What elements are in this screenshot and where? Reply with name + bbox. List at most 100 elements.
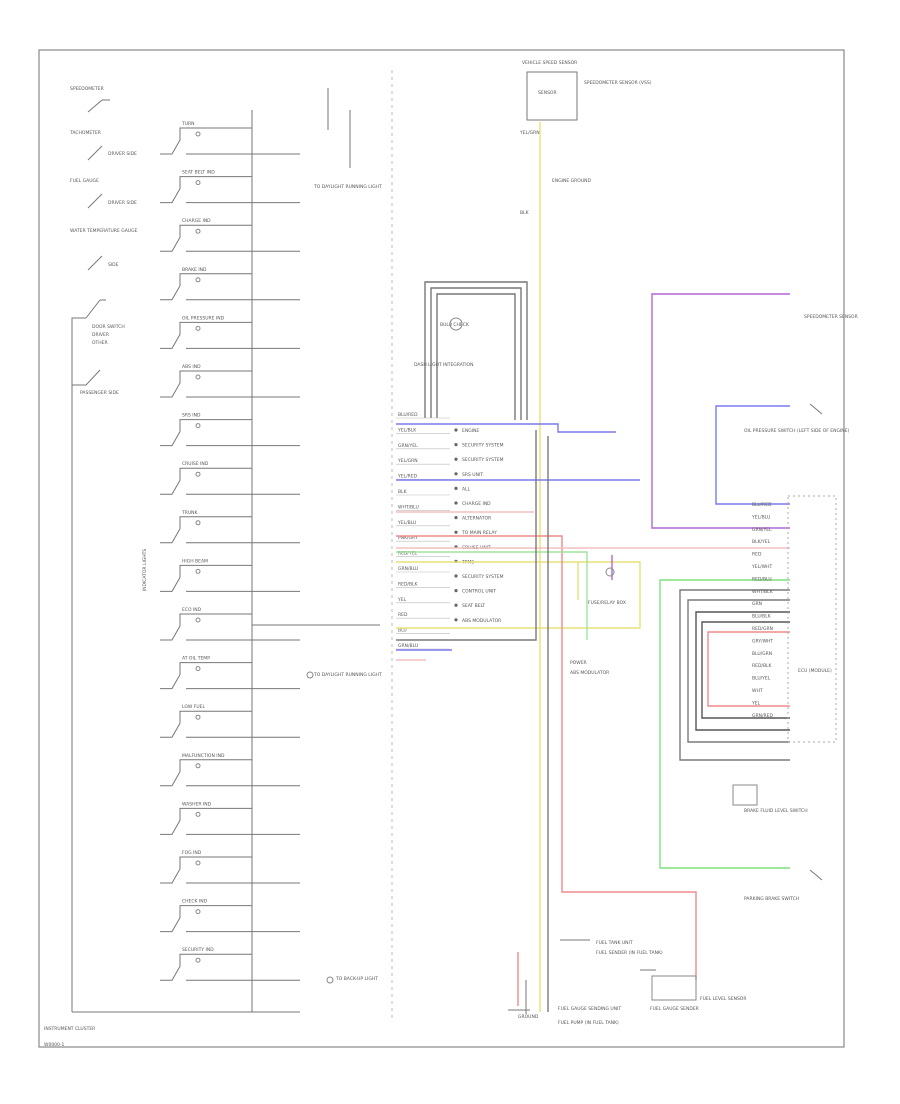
right-wire-label: WHT: [752, 688, 763, 694]
indicator-lamp: [195, 568, 201, 574]
middle-labels: FUSE/RELAY BOX POWER ABS MODULATOR: [570, 567, 626, 676]
indicator-wire: [160, 905, 252, 933]
bottom-label: FUEL GAUGE SENDER: [650, 1006, 699, 1012]
wire-gray: [687, 599, 790, 743]
bulb-check-block: BULB CHECK DASH LIGHT INTEGRATION: [414, 281, 528, 420]
indicator-label: WASHER IND: [182, 801, 212, 807]
connector-note-label: CONTROL UNIT: [462, 589, 496, 595]
indicator-lamp: [195, 666, 201, 672]
indicator-item: ECO IND: [160, 607, 300, 641]
indicator-item: SEAT BELT IND: [160, 170, 300, 204]
connector-row-label: YEL/BLU: [397, 520, 416, 526]
right-wire-label: RED/GRN: [752, 626, 773, 632]
right-wire-label: GRN: [752, 601, 762, 607]
indicator-label: TRUNK: [181, 510, 199, 516]
mid-label: FUSE/RELAY BOX: [588, 600, 626, 606]
right-device-label: BRAKE FLUID LEVEL SWITCH: [744, 808, 808, 814]
mid-label: POWER: [570, 660, 587, 666]
indicator-lamp: [195, 131, 201, 137]
indicator-lamp: [195, 860, 201, 866]
indicator-lamp: [195, 763, 201, 769]
indicator-column-label: INDICATOR LIGHTS: [142, 549, 148, 592]
indicator-label: OIL PRESSURE IND: [182, 315, 225, 321]
indicator-wire: [160, 564, 252, 592]
diagram-frame: [38, 49, 845, 1048]
indicator-item: SECURITY IND: [160, 947, 300, 981]
bulb-ref: DASH LIGHT INTEGRATION: [414, 362, 473, 368]
bottom-label: FUEL SENDER (IN FUEL TANK): [596, 950, 663, 956]
corner-label: W0000-1: [44, 1042, 65, 1048]
connector-pin: [454, 428, 458, 432]
ref-label: TO DAYLIGHT RUNNING LIGHT: [313, 184, 382, 190]
indicator-item: CRUISE IND: [160, 461, 300, 495]
gauge-switch: [87, 255, 103, 271]
indicator-wire: [160, 127, 252, 155]
connector-pin: [454, 618, 458, 622]
connector-pin: [454, 457, 458, 461]
wire-darkgray: [695, 611, 790, 731]
wire-darkgray: [701, 621, 790, 719]
connector-row-label: YEL/RED: [397, 474, 418, 480]
connector-note-label: CHARGE IND: [462, 501, 491, 507]
right-wire-label: YEL/WHT: [751, 564, 772, 570]
indicator-label: FOG IND: [182, 850, 202, 856]
connector-row-label: RED: [398, 612, 408, 618]
wire-blue: [396, 423, 616, 433]
gauge-switch: [87, 193, 103, 209]
gauge-switch: [87, 99, 110, 113]
indicator-wire: [160, 467, 252, 495]
connector-row-label: YEL: [397, 597, 407, 603]
connector-row-label: BLU/RED: [398, 412, 418, 418]
connector-note-label: ALTERNATOR: [462, 516, 491, 522]
indicator-wire: [160, 419, 252, 447]
indicator-label: MALFUNCTION IND: [182, 753, 225, 759]
right-wire-label: YEL: [751, 700, 761, 706]
door-switch-wire: [72, 369, 101, 386]
indicator-item: CHARGE IND: [160, 218, 300, 252]
connector-note-label: SEAT BELT: [462, 603, 485, 609]
indicator-lamp: [195, 228, 201, 234]
connector-pin: [454, 443, 458, 447]
indicator-item: MALFUNCTION IND: [160, 753, 300, 787]
right-wire-label: BLU/GRN: [752, 651, 772, 657]
right-wire-label: BLU/RED: [752, 502, 772, 508]
door-switch-wire: [71, 299, 106, 1012]
indicator-lamp: [195, 423, 201, 429]
wire-gray: [396, 430, 537, 641]
gauge-label-fuel: FUEL GAUGE: [70, 178, 99, 184]
indicator-lamp: [195, 471, 201, 477]
door-switch-label: DRIVER: [92, 332, 109, 338]
right-wire-label: BLU/YEL: [752, 676, 771, 682]
connector-note-label: ENGINE: [462, 428, 479, 434]
indicator-label: TURN: [181, 121, 195, 127]
bottom-label: FUEL TANK UNIT: [596, 940, 633, 946]
top-wire-label: YEL/GRN: [519, 130, 540, 136]
indicator-label: CHECK IND: [182, 899, 208, 905]
indicator-lamp: [195, 277, 201, 283]
door-switch-block: DOOR SWITCH DRIVER OTHER PASSENGER SIDE: [71, 299, 300, 1013]
indicator-wire: [160, 516, 252, 544]
connector-row-label: PNK/GRY: [398, 535, 418, 541]
right-wire-label: GRN/RED: [752, 713, 773, 719]
connector-row-label: GRN/YEL: [398, 443, 418, 449]
gauge-label-water: WATER TEMPERATURE GAUGE: [70, 228, 138, 234]
connector-pin: [454, 530, 458, 534]
connector-note-label: SECURITY SYSTEM: [462, 443, 504, 449]
indicator-wire: [160, 273, 252, 301]
indicator-item: LOW FUEL: [160, 704, 300, 738]
ecu-box: [787, 495, 837, 743]
connector-row-label: YEL/BLK: [397, 427, 417, 433]
indicator-item: HIGH BEAM: [160, 558, 300, 592]
connector-note-label: ALL: [462, 486, 471, 492]
indicator-lamp: [195, 325, 201, 331]
wire-yellow: [396, 561, 641, 629]
connector-note-label: TO MAIN RELAY: [461, 530, 497, 536]
connector-row-label: GRN/BLU: [398, 566, 418, 572]
right-wire-label: BLK/YEL: [752, 539, 771, 545]
indicator-wire: [160, 613, 252, 641]
connector-pin: [454, 472, 458, 476]
sensor-desc: SPEEDOMETER SENSOR (VSS): [584, 80, 652, 86]
